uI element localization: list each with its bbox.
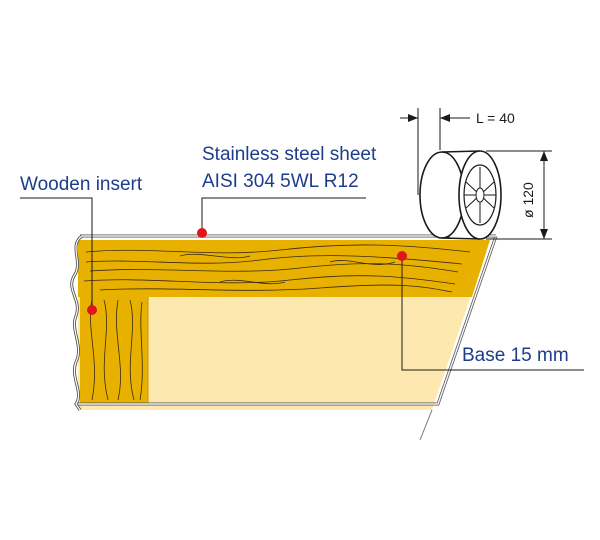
base-leader [401,256,584,371]
base-label: Base 15 mm [462,345,569,366]
steel-sheet-label-line1: Stainless steel sheet [202,144,377,165]
diameter-dimension [486,150,552,240]
base-wood-grain [83,244,471,293]
base-marker [397,251,407,261]
steel-sheet-marker [197,228,207,238]
steel-sheet-label-line2: AISI 304 5WL R12 [202,171,359,192]
diameter-label: ø 120 [520,182,536,218]
base-wood-layer [78,240,490,297]
wooden-insert-leader [20,197,93,310]
steel-sheet-leader [201,197,366,233]
length-label: L = 40 [476,110,515,126]
bumper-roller [419,150,502,240]
wooden-insert-label: Wooden insert [20,174,143,195]
wooden-insert-marker [87,305,97,315]
